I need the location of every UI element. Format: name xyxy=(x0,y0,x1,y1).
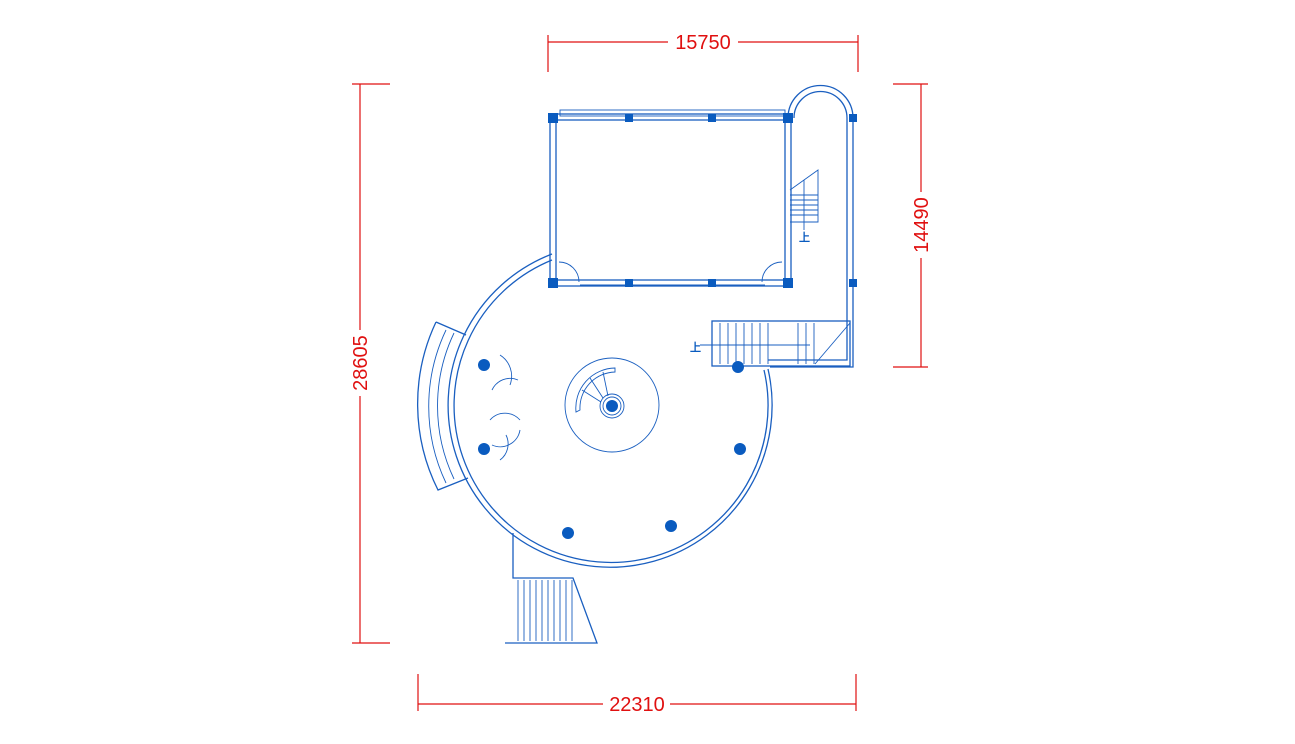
corridor-stair: 上 xyxy=(789,169,819,244)
east-stair: 上 xyxy=(690,320,851,367)
dimension-bottom-label: 22310 xyxy=(609,694,665,716)
spiral-stair xyxy=(564,357,660,453)
south-stair xyxy=(505,533,598,644)
rectangular-hall xyxy=(549,109,792,287)
dimension-top: 15750 xyxy=(547,32,859,72)
dimension-top-label: 15750 xyxy=(675,32,731,54)
columns xyxy=(478,113,857,539)
dimension-left: 28605 xyxy=(350,83,390,644)
dimension-left-label: 28605 xyxy=(350,335,372,391)
dimension-bottom: 22310 xyxy=(417,674,857,716)
stair-up-label: 上 xyxy=(799,230,810,244)
rotunda xyxy=(447,253,773,568)
east-corridor xyxy=(768,84,854,368)
dimension-right-label: 14490 xyxy=(911,197,933,253)
left-portico xyxy=(416,321,521,491)
dimension-right: 14490 xyxy=(893,83,933,368)
stair-up-label-east: 上 xyxy=(690,340,701,354)
